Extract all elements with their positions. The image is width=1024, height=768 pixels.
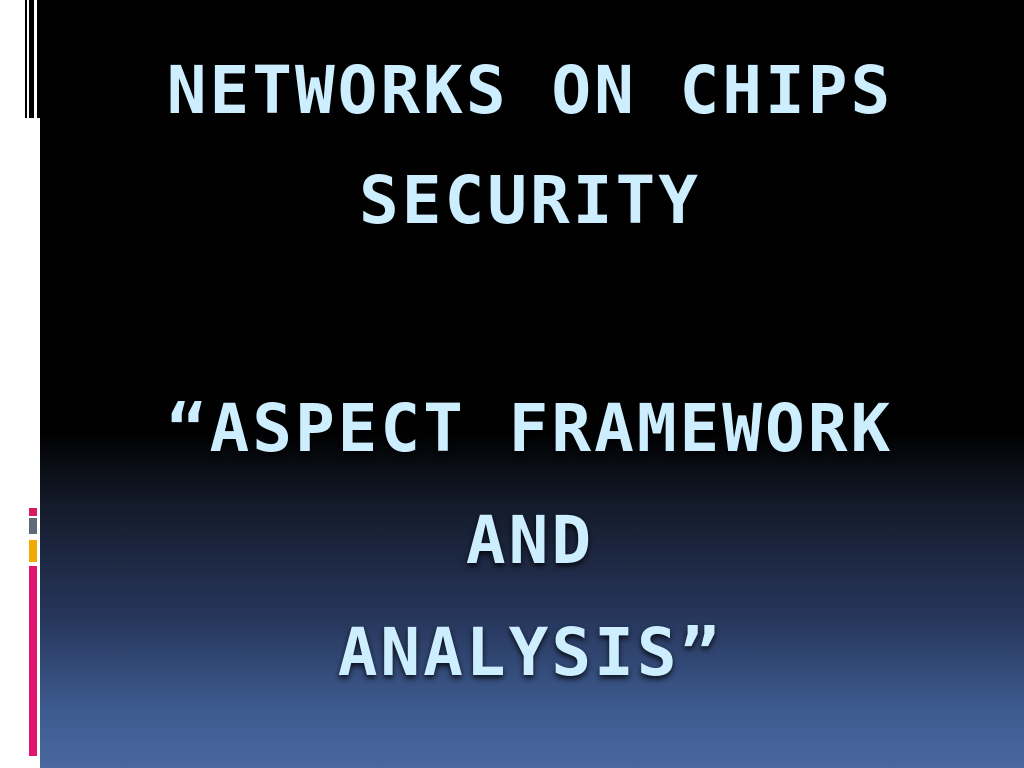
slide-title: NETWORKS ON CHIPS SECURITY “ASPECT FRAME… [60,58,1000,686]
decorative-bar-pink-long [29,566,37,756]
decorative-bar [25,0,27,118]
title-line-3: “ASPECT FRAMEWORK [166,390,894,467]
decorative-bar-gold [29,540,37,562]
title-line-1: NETWORKS ON CHIPS [166,52,894,129]
decorative-bar-gray [29,518,37,534]
decorative-bar [29,0,34,118]
title-line-2: SECURITY [359,162,701,239]
side-decorative-band [0,0,41,768]
title-line-4: AND [465,502,595,579]
title-line-5: ANALYSIS” [337,614,723,691]
decorative-bar [37,0,41,118]
decorative-bar-pink [29,508,37,516]
